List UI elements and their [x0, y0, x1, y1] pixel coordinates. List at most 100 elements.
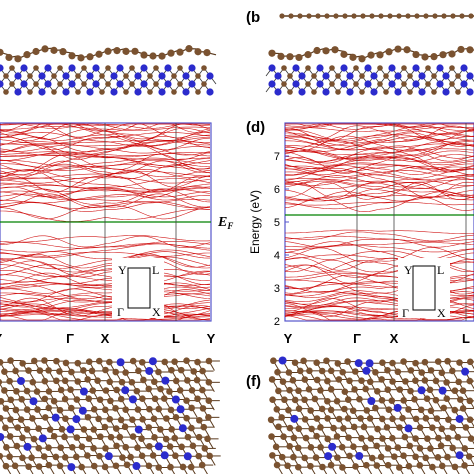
nitrogen-atom — [38, 88, 46, 96]
carbon-atom — [51, 89, 57, 95]
carbon-atom — [167, 463, 174, 471]
carbon-atom — [361, 444, 369, 452]
nitrogen-atom — [178, 424, 187, 433]
carbon-atom — [389, 378, 396, 385]
carbon-atom — [432, 396, 440, 404]
carbon-atom — [345, 434, 352, 441]
nitrogen-atom — [16, 376, 25, 385]
carbon-atom — [440, 404, 448, 412]
carbon-atom — [28, 454, 35, 461]
nitrogen-atom — [268, 80, 276, 88]
carbon-atom — [412, 453, 419, 461]
carbon-atom — [418, 369, 426, 376]
band-line — [284, 178, 474, 189]
nitrogen-atom — [86, 72, 94, 80]
nitrogen-atom — [67, 463, 76, 472]
carbon-atom — [0, 379, 3, 386]
carbon-atom — [2, 424, 9, 432]
carbon-atom — [67, 386, 74, 394]
carbon-atom — [105, 81, 111, 87]
carbon-atom — [195, 89, 201, 95]
carbon-atom — [119, 454, 126, 461]
band-line — [284, 180, 474, 198]
carbon-atom — [315, 13, 321, 19]
carbon-atom — [6, 453, 13, 460]
carbon-atom — [466, 397, 474, 405]
carbon-atom — [407, 89, 413, 95]
carbon-atom — [327, 406, 335, 414]
carbon-atom — [384, 386, 392, 393]
carbon-atom — [127, 453, 134, 461]
carbon-atom — [113, 47, 121, 55]
carbon-atom — [158, 52, 166, 60]
carbon-atom — [275, 423, 282, 431]
carbon-atom — [45, 444, 52, 452]
carbon-atom — [432, 13, 438, 19]
carbon-atom — [18, 396, 26, 403]
panel-label-f: (f) — [246, 373, 261, 390]
carbon-atom — [459, 405, 467, 412]
nitrogen-atom — [121, 386, 130, 395]
carbon-atom — [384, 461, 392, 469]
carbon-atom — [193, 376, 201, 384]
carbon-atom — [284, 462, 291, 470]
carbon-atom — [342, 13, 348, 19]
nitrogen-atom — [134, 88, 142, 96]
carbon-atom — [268, 49, 276, 57]
nitrogen-atom — [316, 64, 324, 72]
carbon-atom — [378, 376, 385, 383]
carbon-atom — [113, 386, 121, 394]
carbon-atom — [396, 424, 403, 431]
carbon-atom — [122, 443, 130, 451]
band-line — [285, 131, 474, 144]
carbon-atom — [95, 50, 103, 58]
carbon-atom — [272, 443, 280, 451]
carbon-atom — [61, 433, 68, 441]
carbon-atom — [449, 81, 455, 87]
carbon-atom — [378, 415, 386, 423]
carbon-atom — [451, 463, 459, 471]
carbon-atom — [19, 454, 26, 462]
carbon-atom — [0, 397, 5, 405]
carbon-atom — [75, 73, 81, 79]
band-line — [284, 241, 474, 261]
carbon-atom — [279, 13, 285, 19]
band-line — [284, 175, 474, 188]
carbon-atom — [269, 396, 276, 403]
carbon-atom — [430, 53, 438, 61]
carbon-atom — [373, 442, 381, 450]
band-line — [284, 125, 474, 142]
carbon-atom — [23, 426, 31, 433]
carbon-atom — [305, 385, 313, 393]
carbon-atom — [50, 432, 58, 440]
nitrogen-atom — [158, 72, 166, 80]
carbon-atom — [306, 13, 312, 19]
carbon-atom — [376, 51, 384, 59]
carbon-atom — [135, 367, 142, 375]
carbon-atom — [74, 378, 82, 385]
carbon-atom — [438, 462, 446, 470]
band-line — [284, 165, 474, 179]
carbon-atom — [383, 73, 389, 79]
carbon-atom — [427, 445, 434, 452]
carbon-atom — [356, 395, 363, 403]
carbon-atom — [101, 423, 109, 431]
carbon-atom — [29, 415, 36, 422]
carbon-atom — [205, 379, 213, 386]
energy-tick-label: 5 — [274, 217, 280, 229]
carbon-atom — [204, 435, 211, 443]
band-line — [284, 179, 474, 193]
carbon-atom — [171, 89, 177, 95]
carbon-atom — [61, 377, 69, 385]
carbon-atom — [301, 416, 309, 423]
carbon-atom — [426, 386, 434, 394]
nitrogen-atom — [171, 395, 180, 404]
carbon-atom — [102, 366, 109, 374]
carbon-atom — [278, 414, 285, 421]
carbon-atom — [145, 462, 153, 470]
carbon-atom — [118, 378, 126, 386]
carbon-atom — [72, 453, 80, 461]
carbon-atom — [286, 53, 294, 61]
carbon-atom — [168, 425, 175, 433]
carbon-atom — [304, 51, 312, 59]
